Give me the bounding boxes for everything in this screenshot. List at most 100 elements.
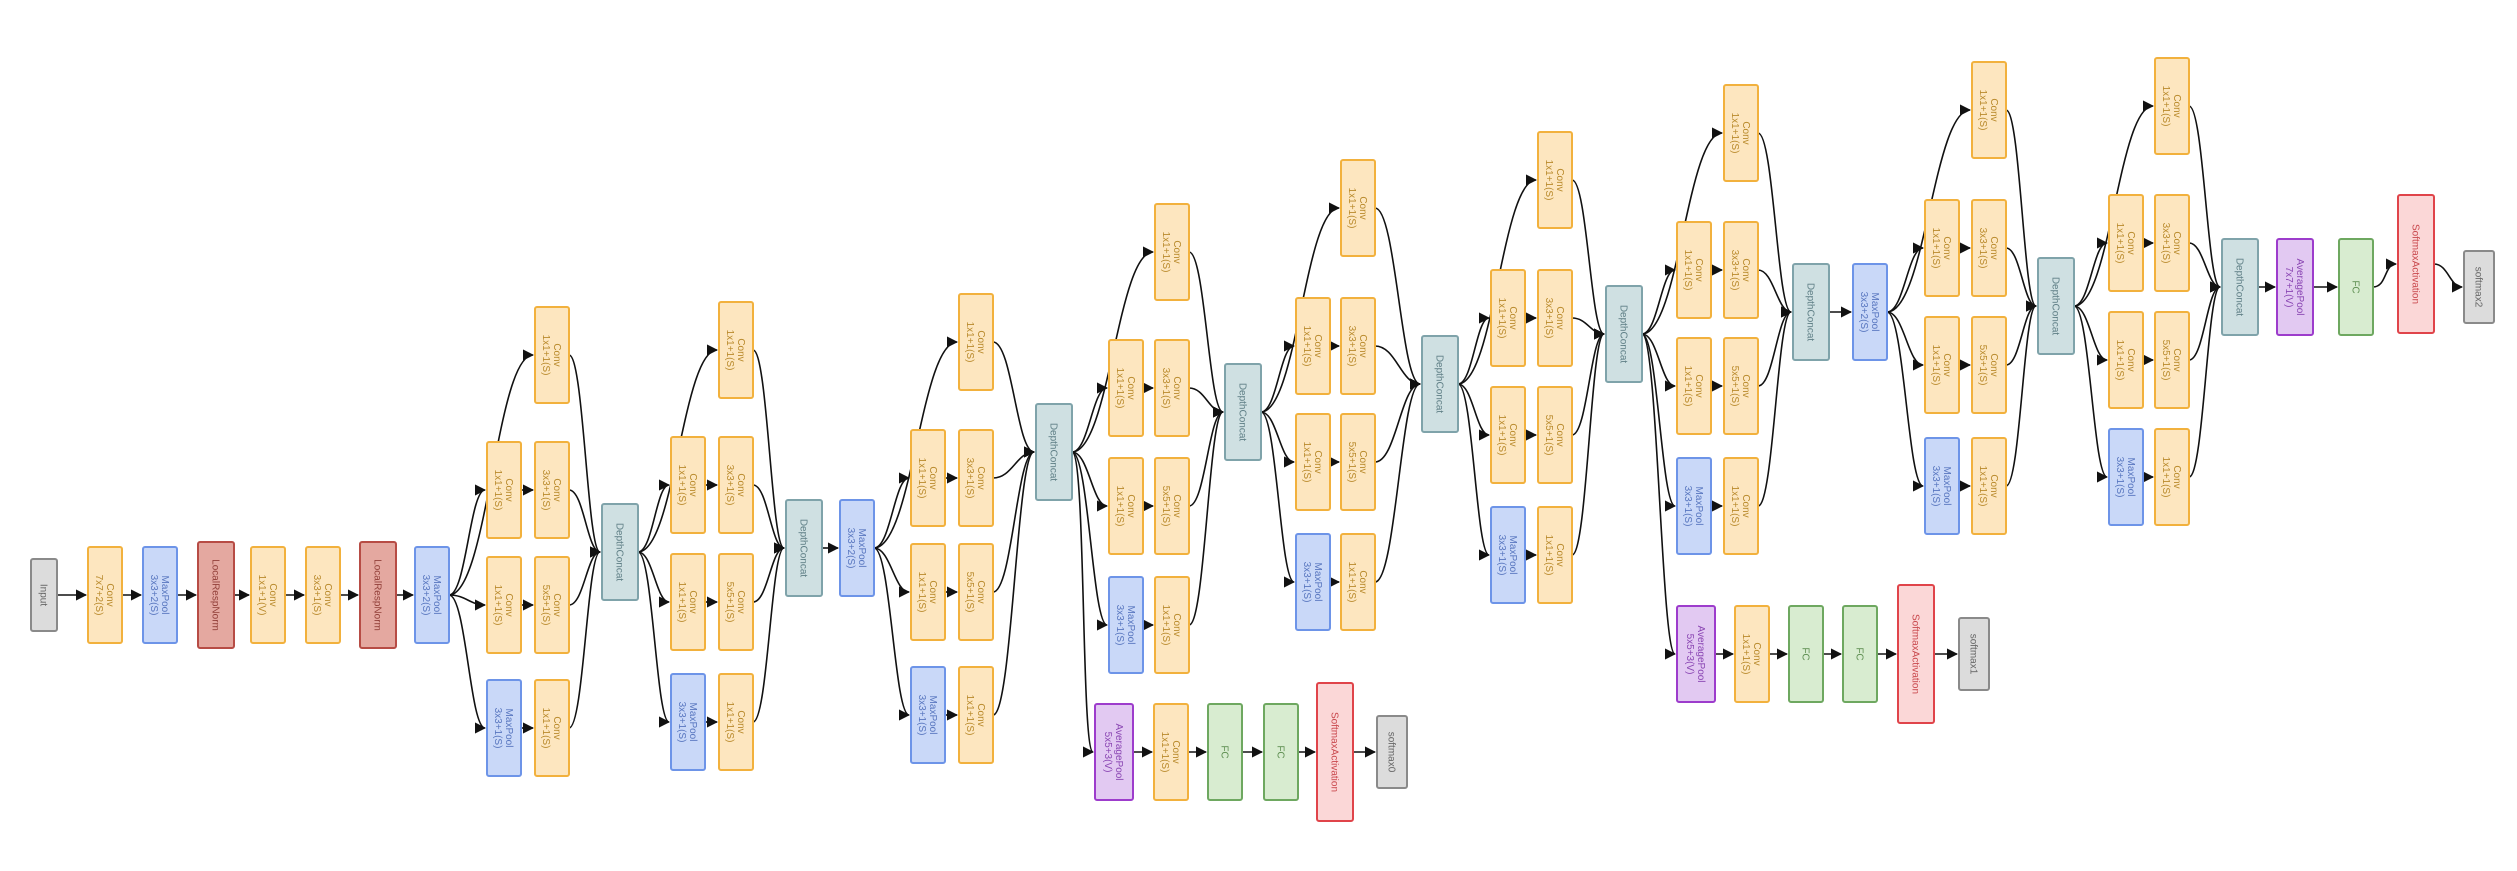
node-aux1_fc1: FC (1788, 605, 1824, 703)
node-label-line: 3x3+1(S) (1496, 535, 1507, 576)
node-label: Conv1x1+1(S) (1682, 366, 1704, 407)
edge-fc_final-to-sm_final (2372, 258, 2398, 288)
concat-box (1605, 285, 1643, 383)
node-label-line: MaxPool (856, 529, 867, 568)
edge-d3a-to-i3b_c1 (637, 551, 671, 608)
node-label-line: Conv (687, 590, 698, 613)
node-i3b_b2: Conv3x3+1(S) (718, 436, 754, 534)
conv-box (1340, 413, 1376, 511)
node-label: Conv1x1+1(S) (676, 582, 698, 623)
conv-box (958, 666, 994, 764)
conv-box (1971, 199, 2007, 297)
node-i4d_a: Conv1x1+1(S) (1537, 131, 1573, 229)
node-label-line: Conv (1312, 334, 1323, 357)
edge-d4d-to-i4e_p (1641, 333, 1677, 512)
node-label-line: 3x3+1(S) (1543, 298, 1554, 339)
conv-box (1723, 221, 1759, 319)
edge-d5a-to-i5b_b1 (2073, 237, 2109, 307)
node-c2: Conv1x1+1(V) (250, 546, 286, 644)
conv-box (1676, 337, 1712, 435)
node-label-line: Conv (551, 343, 562, 366)
node-label-line: 3x3+2(S) (420, 575, 431, 616)
node-label: Conv1x1+1(S) (2114, 340, 2136, 381)
node-label: Conv1x1+1(S) (540, 708, 562, 749)
node-aux0_sm: SoftmaxActivation (1316, 682, 1354, 822)
node-label-line: 7x7+1(V) (2283, 267, 2294, 308)
node-label-line: Conv (1740, 258, 1751, 281)
node-label-line: Conv (1170, 740, 1181, 763)
node-label-line: 1x1+1(V) (256, 575, 267, 616)
conv-box (1108, 339, 1144, 437)
node-i5a_c1: Conv1x1+1(S) (1924, 316, 1960, 414)
node-label-line: Conv (687, 473, 698, 496)
node-i3a_b1: Conv1x1+1(S) (486, 441, 522, 539)
node-avg_final: AveragePool7x7+1(V) (2276, 238, 2314, 336)
node-label-line: DepthConcat (2050, 277, 2061, 336)
node-i3b_p: MaxPool3x3+1(S) (670, 673, 706, 771)
edge-p4-to-i5a_b1 (1886, 242, 1925, 313)
conv-box (1537, 131, 1573, 229)
node-i4b_c2: Conv5x5+1(S) (1154, 457, 1190, 555)
node-label-line: 3x3+1(S) (676, 702, 687, 743)
edge-i4c_b2-to-d4c (1374, 345, 1422, 390)
fc-box (1788, 605, 1824, 703)
pool-box (910, 666, 946, 764)
node-i5a_c2: Conv5x5+1(S) (1971, 316, 2007, 414)
node-label: Conv1x1+1(S) (540, 335, 562, 376)
node-label-line: 1x1+1(S) (1740, 634, 1751, 675)
node-label: Conv1x1+1(S) (1729, 486, 1751, 527)
edge-d4a-to-i4b_b1 (1071, 382, 1109, 453)
node-label: Conv1x1+1(S) (1496, 415, 1518, 456)
node-label: Conv5x5+1(S) (1543, 415, 1565, 456)
node-d4a: DepthConcat (1035, 403, 1073, 501)
node-label: Conv5x5+1(S) (724, 582, 746, 623)
node-label-line: 1x1+1(S) (1682, 250, 1693, 291)
node-label: DepthConcat (1434, 355, 1445, 414)
node-i5b_c2: Conv5x5+1(S) (2154, 311, 2190, 409)
node-p2: MaxPool3x3+2(S) (414, 546, 450, 644)
edge-d4b-to-i4c_b1 (1260, 340, 1296, 413)
softmax-box (1316, 682, 1354, 822)
pool-box (839, 499, 875, 597)
node-label-line: Conv (2171, 94, 2182, 117)
conv-box (670, 436, 706, 534)
node-i3a_pc: Conv1x1+1(S) (534, 679, 570, 777)
node-label: Conv3x3+1(S) (540, 470, 562, 511)
concat-box (1421, 335, 1459, 433)
node-i4a_b2: Conv3x3+1(S) (958, 429, 994, 527)
concat-box (1035, 403, 1073, 501)
conv-box (718, 553, 754, 651)
node-label-line: Conv (975, 466, 986, 489)
edge-i4a_c2-to-d4a (992, 446, 1036, 593)
conv-box (534, 306, 570, 404)
io-box (2463, 250, 2495, 324)
node-label-line: Conv (1988, 98, 1999, 121)
node-label-line: MaxPool (1869, 293, 1880, 332)
node-i3b_b1: Conv1x1+1(S) (670, 436, 706, 534)
edge-i3b_a-to-d3b (752, 349, 786, 554)
node-i5b_pc: Conv1x1+1(S) (2154, 428, 2190, 526)
lrn-box (359, 541, 397, 649)
edge-i4d_a-to-d4d (1571, 179, 1606, 340)
node-label-line: 3x3+1(S) (311, 575, 322, 616)
avgpool-box (2276, 238, 2314, 336)
node-i3a_p: MaxPool3x3+1(S) (486, 679, 522, 777)
node-label: FC (1800, 647, 1811, 660)
node-label: Conv5x5+1(S) (1346, 442, 1368, 483)
node-label-line: Conv (1312, 450, 1323, 473)
node-i5a_a: Conv1x1+1(S) (1971, 61, 2007, 159)
edge-d3a-to-i3b_p (637, 551, 671, 728)
node-label-line: DepthConcat (2234, 258, 2245, 317)
conv-box (1537, 506, 1573, 604)
node-label: Conv3x3+1(S) (1346, 326, 1368, 367)
node-i3b_a: Conv1x1+1(S) (718, 301, 754, 399)
node-label: Conv3x3+1(S) (964, 458, 986, 499)
node-label-line: 1x1+1(S) (916, 572, 927, 613)
conv-box (1924, 199, 1960, 297)
node-label-line: Conv (1357, 450, 1368, 473)
node-label: Conv1x1+1(S) (916, 572, 938, 613)
node-label-line: Conv (1554, 423, 1565, 446)
edge-d4c-to-i4d_c1 (1457, 383, 1491, 441)
conv-box (250, 546, 286, 644)
